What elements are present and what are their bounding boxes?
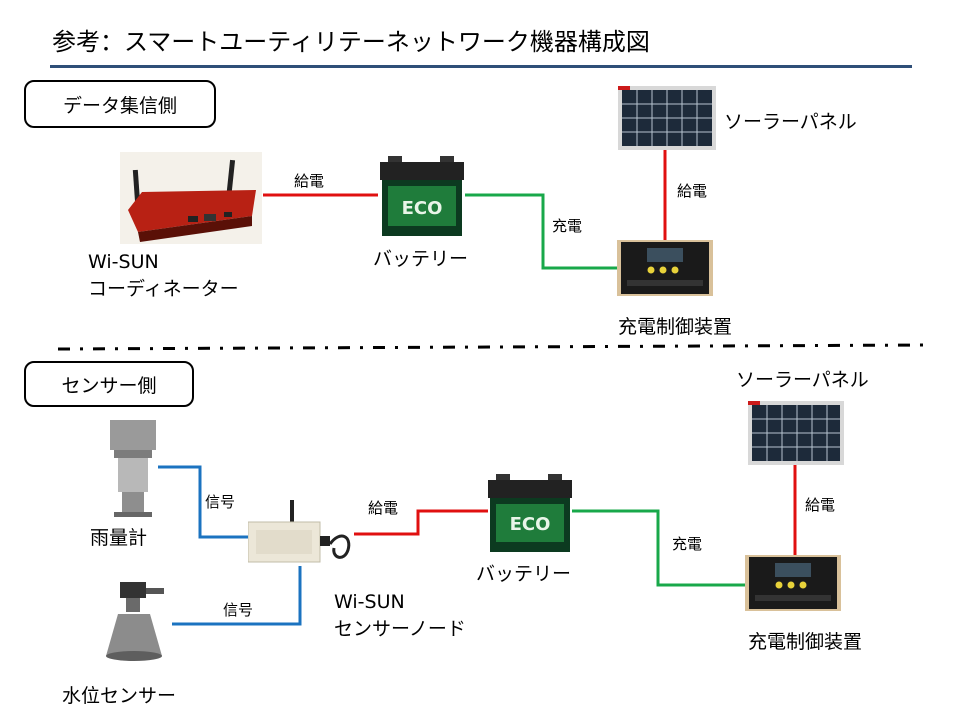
feed-label-solar-2: 給電 — [805, 496, 836, 514]
sensor-node-label-line2: センサーノード — [334, 618, 466, 640]
coordinator-label-line1: Wi-SUN — [88, 251, 159, 273]
signal-line-water-sensor — [172, 566, 302, 626]
battery-label: バッテリー — [373, 248, 469, 270]
charge-line-battery-controller-2 — [572, 509, 745, 587]
battery-label-2: バッテリー — [476, 563, 572, 585]
rain-gauge-icon — [110, 420, 156, 517]
solar-panel-icon — [618, 86, 716, 150]
battery-icon-2: ECO — [488, 474, 572, 552]
solar-panel-label: ソーラーパネル — [724, 111, 857, 133]
charge-controller-icon — [617, 240, 713, 296]
solar-panel-icon-2 — [748, 401, 844, 465]
page-title: 参考：スマートユーティリテーネットワーク機器構成図 — [52, 28, 650, 56]
water-level-sensor-icon — [106, 582, 164, 661]
feed-line-node-battery — [354, 509, 488, 536]
coordinator-label-line2: コーディネーター — [88, 278, 239, 300]
rain-gauge-label: 雨量計 — [90, 527, 148, 549]
sensor-node-icon — [248, 500, 351, 563]
section-divider — [57, 343, 931, 351]
battery-icon: ECO — [380, 156, 464, 236]
charge-label-2: 充電 — [672, 535, 703, 553]
signal-label-water: 信号 — [223, 601, 254, 619]
title-underline — [50, 65, 912, 68]
svg-text:ECO: ECO — [510, 514, 551, 535]
feed-label-solar: 給電 — [677, 182, 708, 200]
section-label-sensor-side: センサー側 — [24, 361, 194, 407]
charge-label: 充電 — [552, 217, 583, 235]
svg-text:ECO: ECO — [402, 198, 443, 219]
solar-panel-label-2: ソーラーパネル — [736, 369, 869, 391]
feed-label: 給電 — [294, 172, 325, 190]
feed-label-node: 給電 — [368, 499, 399, 517]
charge-controller-icon-2 — [745, 555, 841, 611]
controller-label: 充電制御装置 — [618, 316, 733, 338]
water-level-sensor-label: 水位センサー — [62, 685, 177, 707]
sensor-node-label-line1: Wi-SUN — [334, 591, 405, 613]
controller-label-2: 充電制御装置 — [748, 631, 863, 653]
signal-line-rain-gauge — [158, 465, 248, 539]
section-label-data-side: データ集信側 — [24, 80, 216, 128]
router-icon — [120, 152, 262, 244]
charge-line-battery-controller — [465, 193, 617, 270]
signal-label-rain: 信号 — [205, 493, 236, 511]
